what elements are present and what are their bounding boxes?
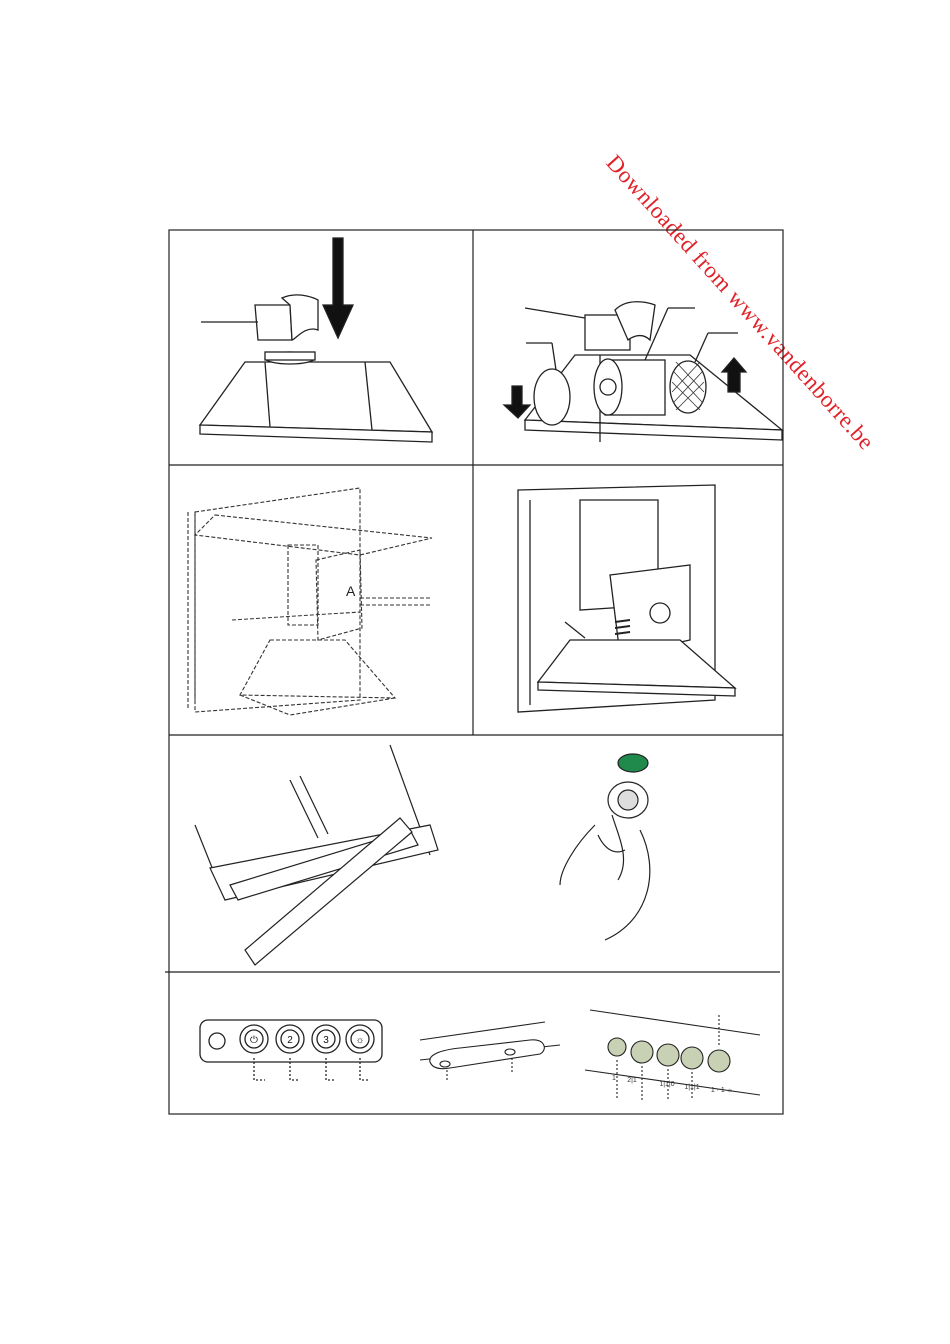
light-button-label: ☼ (355, 1035, 364, 1046)
knob-label-4: 1|1|1 (684, 1084, 699, 1091)
figure-chimney-assembly (188, 488, 432, 715)
speed-2-button-label: 2 (287, 1035, 293, 1046)
figure-label-a: A (346, 583, 356, 599)
figure-chimney-cover (518, 485, 735, 712)
figure-hood-filters (504, 302, 782, 442)
knob-label-5: 1 · 1 ☼ (711, 1087, 733, 1094)
knob-label-2: 2|1 (627, 1077, 637, 1084)
knob-label-1: 1 (612, 1075, 616, 1082)
power-button-label: ⏻ (250, 1035, 258, 1046)
figure-slider-control (420, 1022, 560, 1080)
speed-3-button-label: 3 (323, 1035, 329, 1046)
figure-control-panel-buttons (200, 1020, 382, 1080)
figure-bulb-replacement (560, 754, 650, 940)
figure-filter-removal (195, 745, 438, 965)
knob-label-3: 1|1|0 (659, 1081, 674, 1088)
figure-hood-adaptor (200, 238, 432, 442)
